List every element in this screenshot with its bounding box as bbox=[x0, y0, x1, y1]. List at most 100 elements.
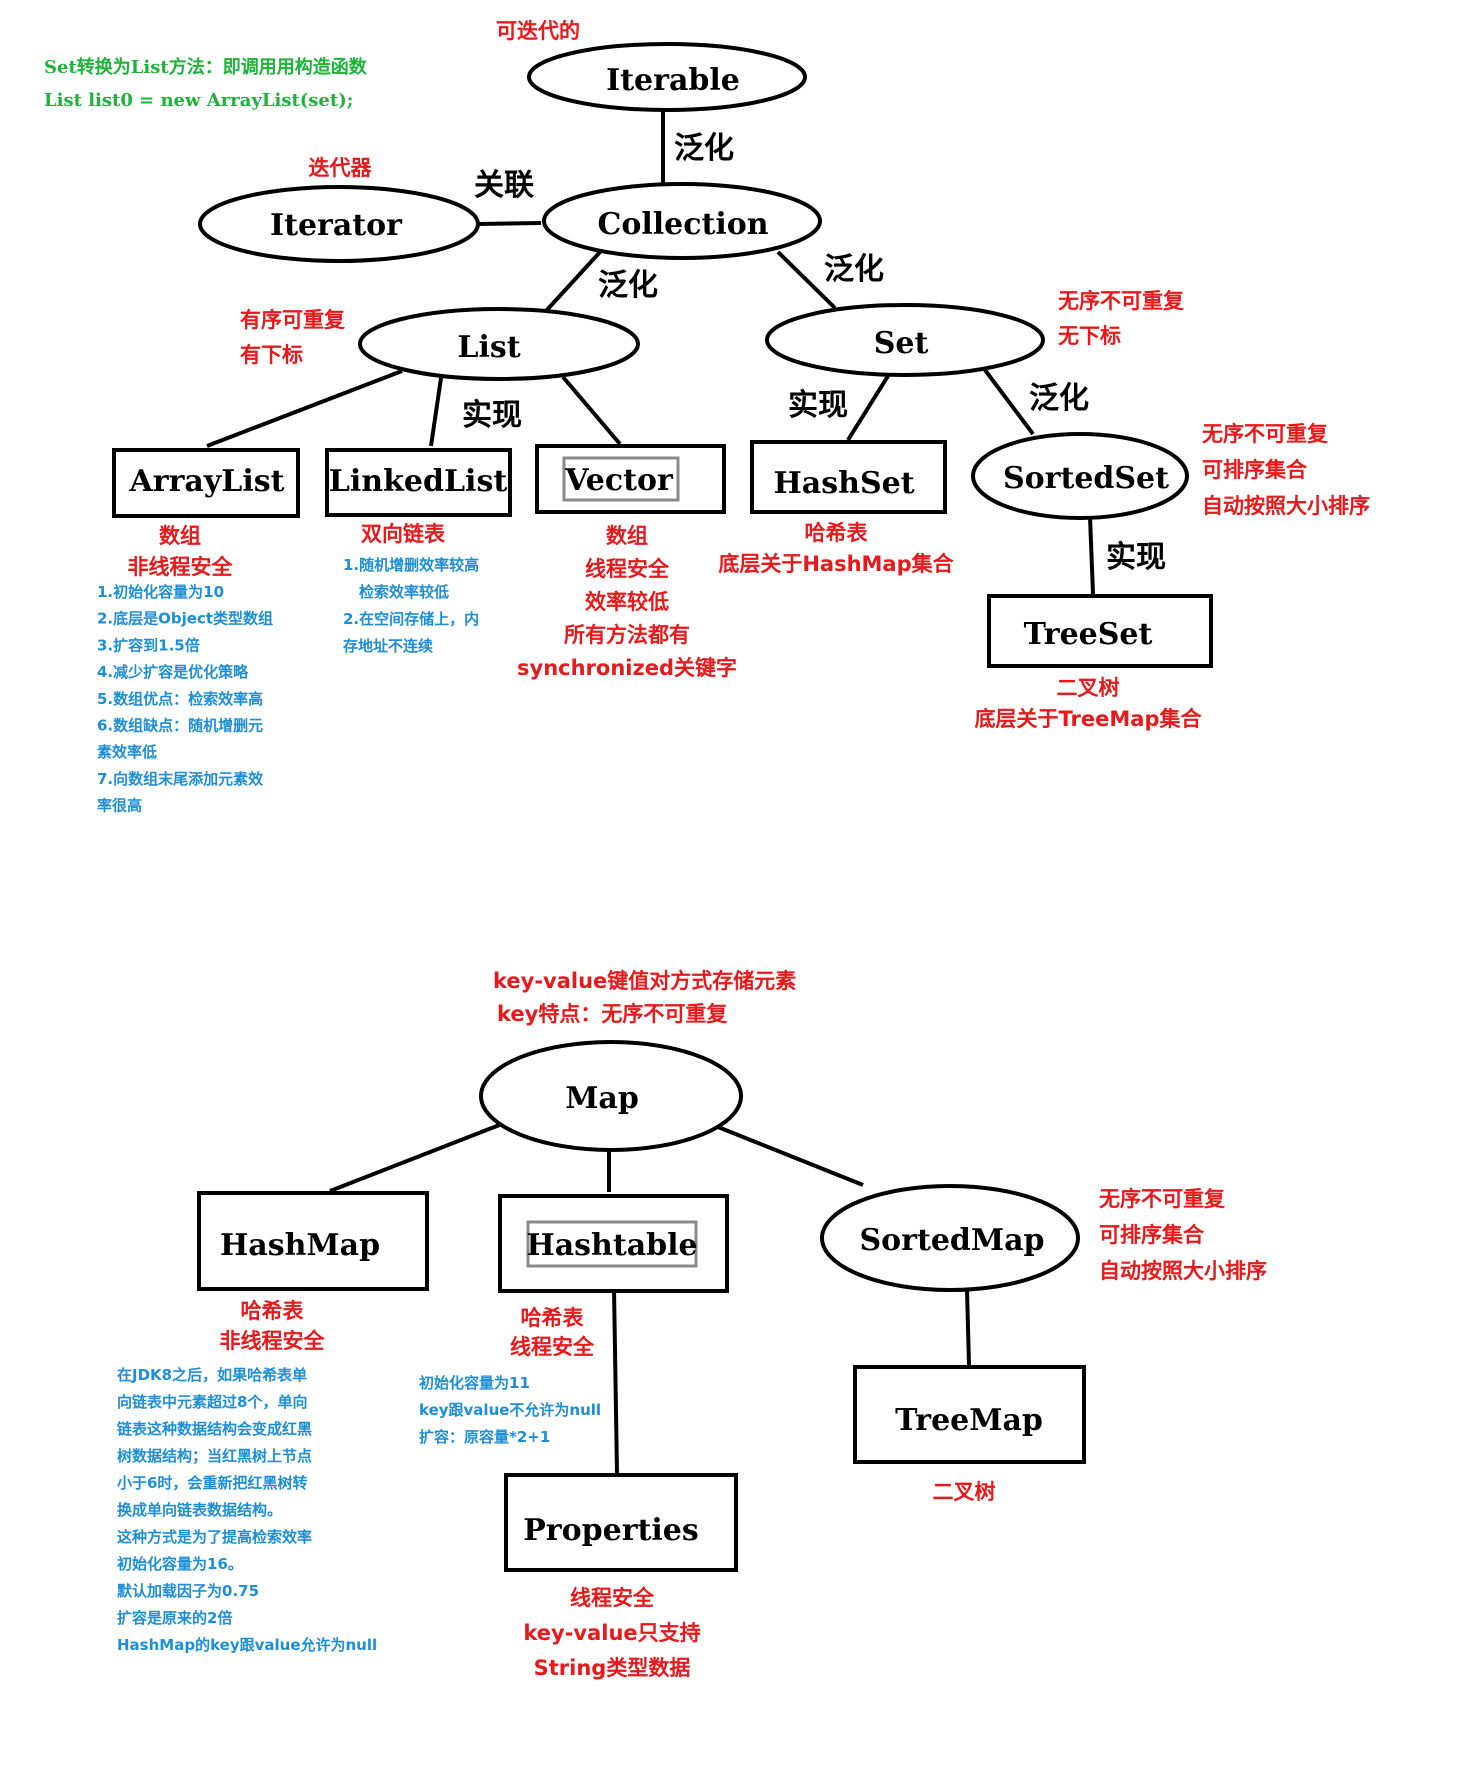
edge-hashtable-properties bbox=[612, 1288, 619, 1474]
sortedmap-label: SortedMap bbox=[859, 1223, 1044, 1258]
note-hashmap-detail-line: 向链表中元素超过8个，单向 bbox=[117, 1393, 307, 1411]
edge-list-linkedlist bbox=[429, 377, 443, 447]
edge-list-vector bbox=[561, 375, 622, 446]
edge-label-sortedset-treeset: 实现 bbox=[1106, 540, 1166, 575]
note-hashmap-detail-line: 在JDK8之后，如果哈希表单 bbox=[117, 1366, 307, 1384]
edge-label-set-hashset: 实现 bbox=[788, 388, 848, 423]
edge-map-hashmap bbox=[329, 1122, 503, 1193]
note-hashmap-detail-line: 换成单向链表数据结构。 bbox=[117, 1501, 282, 1519]
node-treeset: TreeSet bbox=[987, 594, 1213, 668]
node-map: Map bbox=[479, 1040, 743, 1152]
note-hashmap-detail-line: 小于6时，会重新把红黑树转 bbox=[117, 1474, 307, 1492]
note-hashmap-line: 哈希表 bbox=[241, 1299, 305, 1323]
note-set-line: 无下标 bbox=[1058, 324, 1121, 348]
set-label: Set bbox=[874, 326, 929, 361]
note-hashtable-line: 线程安全 bbox=[510, 1335, 595, 1359]
node-iterator: Iterator bbox=[198, 185, 480, 263]
note-vector-line: 线程安全 bbox=[585, 557, 670, 581]
note-hashmap-detail-line: 树数据结构；当红黑树上节点 bbox=[117, 1447, 312, 1465]
note-vector-line: 数组 bbox=[606, 524, 648, 548]
node-sortedset: SortedSet bbox=[971, 432, 1189, 520]
note-linkedlist-detail-line: 检索效率较低 bbox=[359, 583, 449, 601]
note-iterator-line: 迭代器 bbox=[309, 156, 373, 180]
vector-label: Vector bbox=[564, 463, 674, 498]
edge-sortedset-treeset bbox=[1088, 516, 1095, 595]
note-vector-line: 效率较低 bbox=[585, 590, 669, 614]
note-arraylist-detail-line: 率很高 bbox=[97, 797, 142, 815]
node-hashset: HashSet bbox=[750, 440, 947, 514]
edge-label-collection-list: 泛化 bbox=[598, 268, 658, 303]
note-linkedlist-detail-line: 存地址不连续 bbox=[343, 637, 433, 655]
note-list-line: 有序可重复 bbox=[240, 308, 346, 332]
note-list-line: 有下标 bbox=[240, 343, 303, 367]
collection-label: Collection bbox=[597, 207, 768, 242]
note-sortedset-line: 无序不可重复 bbox=[1202, 422, 1329, 446]
note-hashmap-detail: 在JDK8之后，如果哈希表单向链表中元素超过8个，单向链表这种数据结构会变成红黑… bbox=[117, 1366, 377, 1654]
list-label: List bbox=[457, 330, 520, 365]
note-arraylist-detail-line: 2.底层是Object类型数组 bbox=[97, 610, 273, 628]
note-hashmap-line: 非线程安全 bbox=[220, 1329, 326, 1353]
treemap-label: TreeMap bbox=[895, 1403, 1043, 1438]
edge-list-arraylist bbox=[206, 369, 403, 448]
note-set-line: 无序不可重复 bbox=[1058, 289, 1185, 313]
node-arraylist: ArrayList bbox=[112, 448, 300, 518]
note-sortedmap-line: 自动按照大小排序 bbox=[1099, 1259, 1267, 1283]
note-sortedmap-line: 无序不可重复 bbox=[1099, 1187, 1226, 1211]
edge-collection-set bbox=[776, 250, 837, 310]
note-arraylist-detail: 1.初始化容量为102.底层是Object类型数组3.扩容到1.5倍4.减少扩容… bbox=[97, 583, 273, 815]
node-hashmap: HashMap bbox=[197, 1191, 429, 1291]
note-linkedlist-line: 双向链表 bbox=[361, 522, 446, 546]
note-hashmap-detail-line: 扩容是原来的2倍 bbox=[117, 1609, 232, 1627]
node-collection: Collection bbox=[542, 182, 822, 260]
iterator-label: Iterator bbox=[270, 208, 403, 243]
note-linkedlist: 双向链表 bbox=[361, 522, 446, 546]
note-hashtable-detail-line: 初始化容量为11 bbox=[419, 1374, 530, 1392]
note-hashtable-detail-line: key跟value不允许为null bbox=[419, 1401, 601, 1419]
node-sortedmap: SortedMap bbox=[820, 1184, 1080, 1292]
top-note-line: Set转换为List方法：即调用用构造函数 bbox=[44, 56, 368, 78]
edge-label-iterable-collection: 泛化 bbox=[674, 131, 734, 166]
note-arraylist-detail-line: 6.数组缺点：随机增删元 bbox=[97, 717, 263, 735]
note-arraylist-line: 数组 bbox=[159, 524, 201, 548]
top-note: Set转换为List方法：即调用用构造函数 List list0 = new Ar… bbox=[44, 56, 368, 111]
edge-collection-list bbox=[544, 250, 602, 313]
iterable-label: Iterable bbox=[606, 63, 740, 98]
note-properties-line: 线程安全 bbox=[570, 1586, 655, 1610]
edge-labels: 泛化 关联 泛化 泛化 实现 实现 泛化 实现 bbox=[462, 131, 1166, 575]
note-arraylist-detail-line: 素效率低 bbox=[97, 743, 157, 761]
note-vector-line: 所有方法都有 bbox=[564, 623, 690, 647]
properties-label: Properties bbox=[523, 1513, 698, 1548]
stray-mark bbox=[1302, 1124, 1306, 1148]
node-treemap: TreeMap bbox=[853, 1365, 1086, 1464]
map-label: Map bbox=[565, 1081, 639, 1116]
top-note-line: List list0 = new ArrayList(set); bbox=[44, 90, 353, 111]
node-vector: Vector bbox=[535, 444, 726, 514]
note-hashmap-detail-line: 链表这种数据结构会变成红黑 bbox=[117, 1420, 312, 1438]
note-treeset-line: 底层关于TreeMap集合 bbox=[975, 707, 1203, 731]
node-set: Set bbox=[765, 303, 1045, 377]
note-arraylist-detail-line: 7.向数组末尾添加元素效 bbox=[97, 770, 264, 788]
note-map-line: key特点：无序不可重复 bbox=[497, 1002, 728, 1026]
edge-label-list-impl: 实现 bbox=[462, 398, 522, 433]
node-iterable: Iterable bbox=[527, 42, 807, 112]
note-hashmap-detail-line: 初始化容量为16。 bbox=[117, 1555, 243, 1573]
edge-set-sortedset bbox=[983, 368, 1035, 436]
note-hashset-line: 哈希表 bbox=[805, 521, 869, 545]
note-map-line: key-value键值对方式存储元素 bbox=[493, 969, 796, 993]
arraylist-label: ArrayList bbox=[129, 464, 285, 499]
note-treemap: 二叉树 bbox=[933, 1480, 996, 1504]
note-hashmap-detail-line: 这种方式是为了提高检索效率 bbox=[117, 1528, 312, 1546]
note-linkedlist-detail-line: 2.在空间存储上，内 bbox=[343, 610, 479, 628]
note-properties-line: key-value只支持 bbox=[523, 1621, 700, 1645]
note-treeset-line: 二叉树 bbox=[1057, 676, 1120, 700]
note-sortedset-line: 自动按照大小排序 bbox=[1202, 494, 1370, 518]
